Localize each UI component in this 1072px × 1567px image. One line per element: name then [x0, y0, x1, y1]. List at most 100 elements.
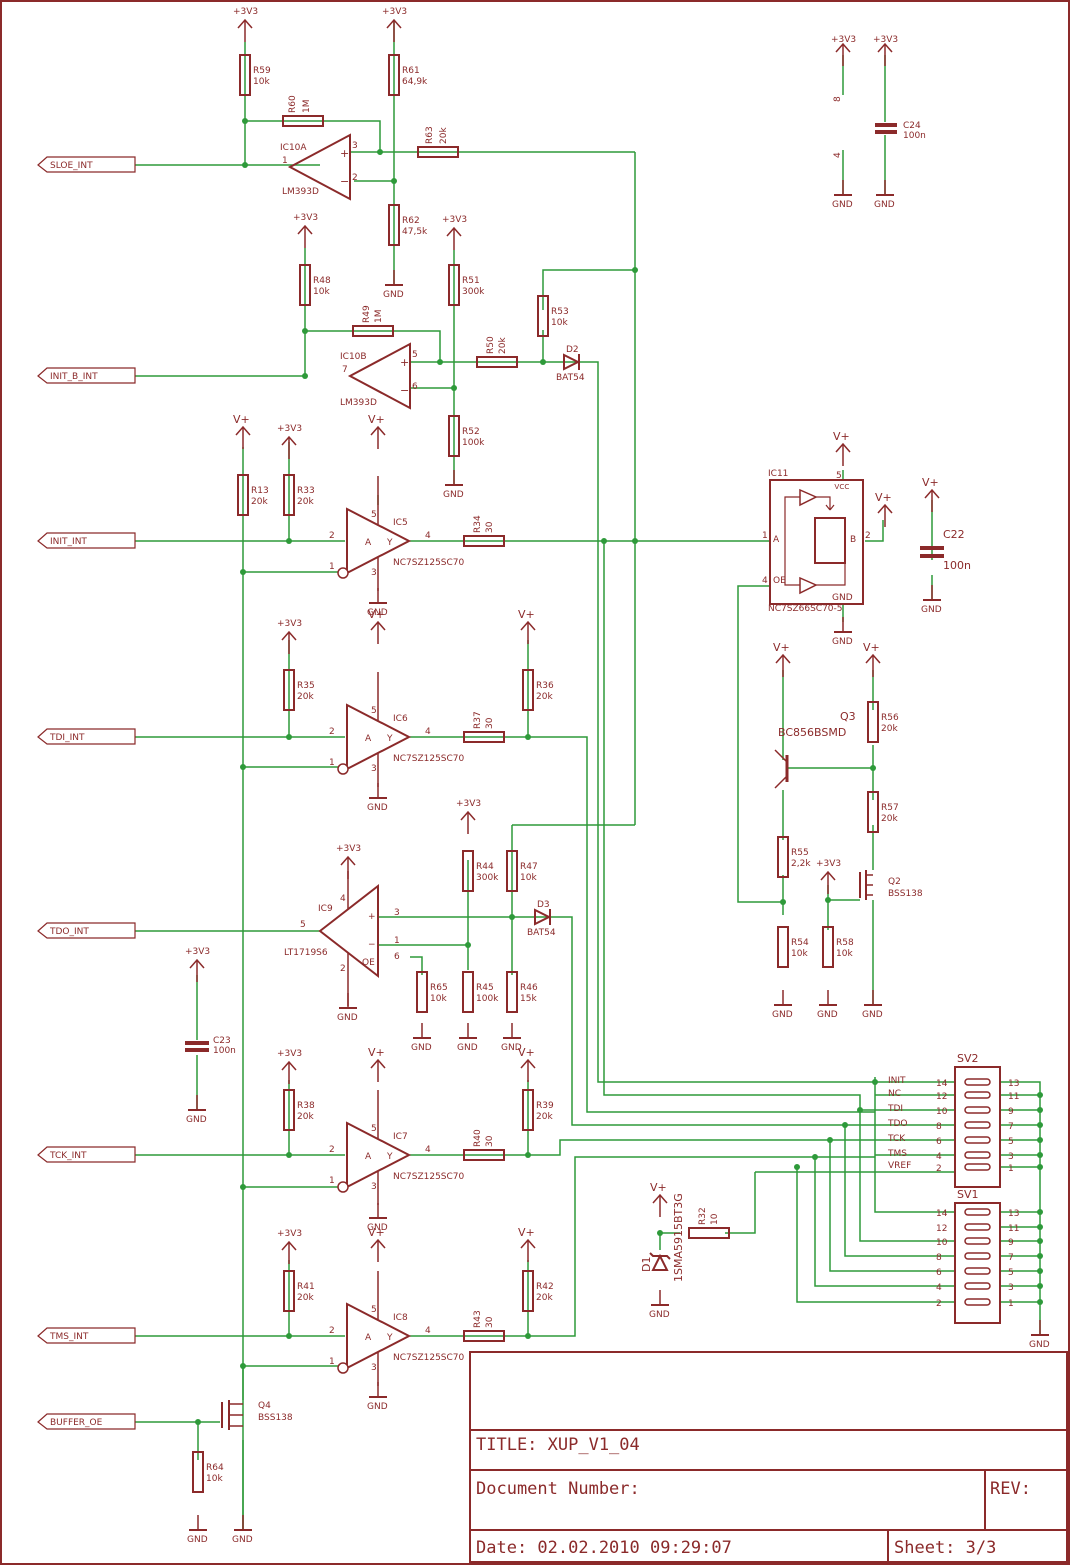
connector-signal-label: TDI [887, 1104, 903, 1114]
svg-text:BAT54: BAT54 [556, 373, 585, 383]
svg-text:2: 2 [329, 727, 335, 737]
svg-text:D2: D2 [566, 345, 579, 355]
svg-text:GND: GND [457, 1043, 478, 1053]
svg-text:R43: R43 [473, 1310, 483, 1328]
svg-text:BAT54: BAT54 [527, 928, 556, 938]
sv2-pin-right: 1 [1008, 1164, 1014, 1174]
svg-text:R37: R37 [473, 711, 483, 729]
sv2-pin-pair [964, 1163, 991, 1171]
sv2-pin-left: 14 [936, 1079, 948, 1089]
svg-text:30: 30 [485, 717, 495, 729]
net-labels: SLOE_INT INIT_B_INT INIT_INT TDI_INT TDO… [37, 156, 136, 1430]
svg-text:IC5: IC5 [393, 518, 408, 528]
net-label-sloe: SLOE_INT [37, 156, 136, 173]
svg-text:1SMA5915BT3G: 1SMA5915BT3G [672, 1193, 685, 1282]
sv1-pin-right: 5 [1008, 1268, 1014, 1278]
svg-text:R34: R34 [473, 515, 483, 533]
svg-text:100k: 100k [476, 994, 499, 1004]
sv1-pin-pair [964, 1298, 991, 1306]
svg-text:4: 4 [340, 894, 346, 904]
capacitor-c24 [875, 123, 897, 134]
capacitor-c22 [920, 546, 944, 558]
title-text: TITLE: XUP_V1_04 [476, 1435, 640, 1455]
svg-text:GND: GND [383, 290, 404, 300]
svg-text:R63: R63 [425, 126, 435, 144]
svg-text:2: 2 [352, 173, 358, 183]
svg-text:R50: R50 [486, 336, 496, 354]
svg-text:OE: OE [773, 576, 786, 586]
svg-text:100k: 100k [462, 438, 485, 448]
svg-text:20k: 20k [297, 1293, 314, 1303]
svg-text:R55: R55 [791, 848, 809, 858]
svg-text:3: 3 [394, 908, 400, 918]
svg-text:1: 1 [329, 1357, 335, 1367]
svg-text:10k: 10k [206, 1474, 223, 1484]
svg-text:C23: C23 [213, 1036, 231, 1046]
svg-text:R56: R56 [881, 713, 899, 723]
svg-text:30: 30 [485, 521, 495, 533]
svg-text:30: 30 [485, 1135, 495, 1147]
svg-text:V+: V+ [518, 1226, 535, 1239]
svg-text:R61: R61 [402, 66, 420, 76]
svg-text:4: 4 [425, 1145, 431, 1155]
svg-text:V+: V+ [773, 641, 790, 654]
svg-text:64,9k: 64,9k [402, 77, 428, 87]
sv1-pin-right: 3 [1008, 1283, 1014, 1293]
svg-text:IC7: IC7 [393, 1132, 408, 1142]
sv1-pin-pair [964, 1223, 991, 1231]
svg-text:GND: GND [232, 1535, 253, 1545]
svg-text:47,5k: 47,5k [402, 227, 428, 237]
svg-text:20k: 20k [297, 1112, 314, 1122]
capacitor-c23 [185, 1041, 209, 1052]
svg-text:R33: R33 [297, 486, 315, 496]
svg-text:V+: V+ [518, 1046, 535, 1059]
ground-symbols: GND GND GND GND GND GND GND GND GND GND … [186, 179, 1050, 1545]
sv2-pin-pair [964, 1136, 991, 1144]
sv1-pin-left: 10 [936, 1238, 948, 1248]
svg-text:5: 5 [412, 350, 418, 360]
svg-text:10k: 10k [313, 287, 330, 297]
svg-text:BSS138: BSS138 [888, 889, 923, 899]
svg-text:1: 1 [329, 758, 335, 768]
svg-text:10k: 10k [430, 994, 447, 1004]
svg-text:+3V3: +3V3 [831, 35, 856, 45]
svg-text:NC7SZ125SC70: NC7SZ125SC70 [393, 1172, 465, 1182]
net-label-tdi: TDI_INT [37, 728, 136, 745]
svg-text:V+: V+ [368, 1226, 385, 1239]
sv2-pin-right: 7 [1008, 1122, 1014, 1132]
sv2-pin-left: 2 [936, 1164, 942, 1174]
svg-text:7: 7 [342, 365, 348, 375]
svg-text:INIT_INT: INIT_INT [50, 537, 87, 547]
sv1-pin-right: 13 [1008, 1209, 1019, 1219]
svg-text:TMS_INT: TMS_INT [49, 1332, 89, 1342]
svg-text:R47: R47 [520, 862, 538, 872]
svg-text:GND: GND [832, 637, 853, 647]
sv1-pin-pair [964, 1208, 991, 1216]
svg-text:1: 1 [329, 562, 335, 572]
svg-text:R52: R52 [462, 427, 480, 437]
svg-text:300k: 300k [462, 287, 485, 297]
svg-text:B: B [850, 535, 856, 545]
svg-text:R48: R48 [313, 276, 331, 286]
svg-text:IC10A: IC10A [280, 143, 307, 153]
svg-text:2: 2 [329, 1145, 335, 1155]
svg-text:20k: 20k [251, 497, 268, 507]
svg-text:20k: 20k [498, 337, 508, 354]
connector-signal-label: TCK [887, 1134, 906, 1144]
sv2-pin-pair [964, 1078, 991, 1086]
svg-text:OE: OE [362, 958, 375, 968]
document-number: Document Number: [476, 1479, 640, 1499]
